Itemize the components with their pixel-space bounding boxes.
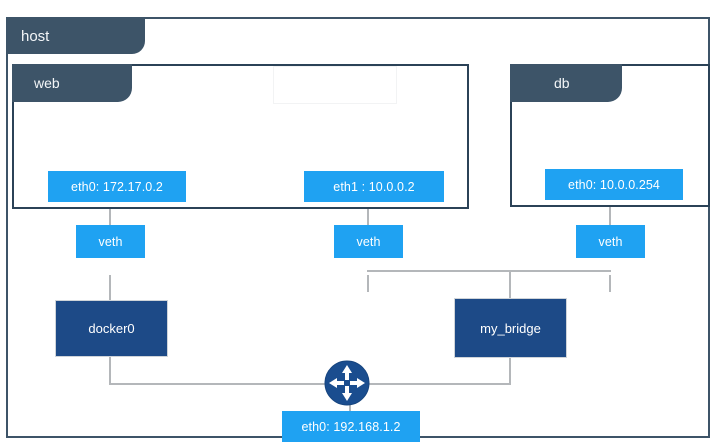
link-veth2-down <box>367 275 369 292</box>
iface-host-eth0[interactable]: eth0: 192.168.1.2 <box>282 411 420 442</box>
veth-web-eth1[interactable]: veth <box>334 225 403 258</box>
host-label: host <box>8 19 145 54</box>
iface-web-eth1[interactable]: eth1 : 10.0.0.2 <box>304 171 444 202</box>
veth-web-eth0[interactable]: veth <box>76 225 145 258</box>
container-db[interactable]: db eth0: 10.0.0.254 <box>510 64 710 207</box>
iface-db-eth0[interactable]: eth0: 10.0.0.254 <box>545 169 683 200</box>
link-veth-bus-horizontal <box>367 270 611 272</box>
link-docker0-down <box>109 357 111 385</box>
container-web[interactable]: web eth0: 172.17.0.2 eth1 : 10.0.0.2 <box>12 64 469 209</box>
link-db-eth0-veth <box>609 207 611 242</box>
iface-web-eth0[interactable]: eth0: 172.17.0.2 <box>48 171 186 202</box>
link-bus-my-bridge <box>509 270 511 317</box>
host-container: host web eth0: 172.17.0.2 eth1 : 10.0.0.… <box>6 17 710 442</box>
link-my-bridge-down <box>509 358 511 385</box>
container-web-label: web <box>12 64 132 102</box>
router-icon[interactable] <box>324 360 370 406</box>
link-veth3-down <box>609 275 611 292</box>
container-db-label: db <box>510 64 622 102</box>
link-bottom-bus <box>109 383 510 385</box>
link-veth-docker0 <box>109 275 111 317</box>
web-inner-placeholder <box>273 66 397 104</box>
bridge-docker0[interactable]: docker0 <box>55 300 168 357</box>
veth-db-eth0[interactable]: veth <box>576 225 645 258</box>
bridge-my-bridge[interactable]: my_bridge <box>454 298 567 358</box>
